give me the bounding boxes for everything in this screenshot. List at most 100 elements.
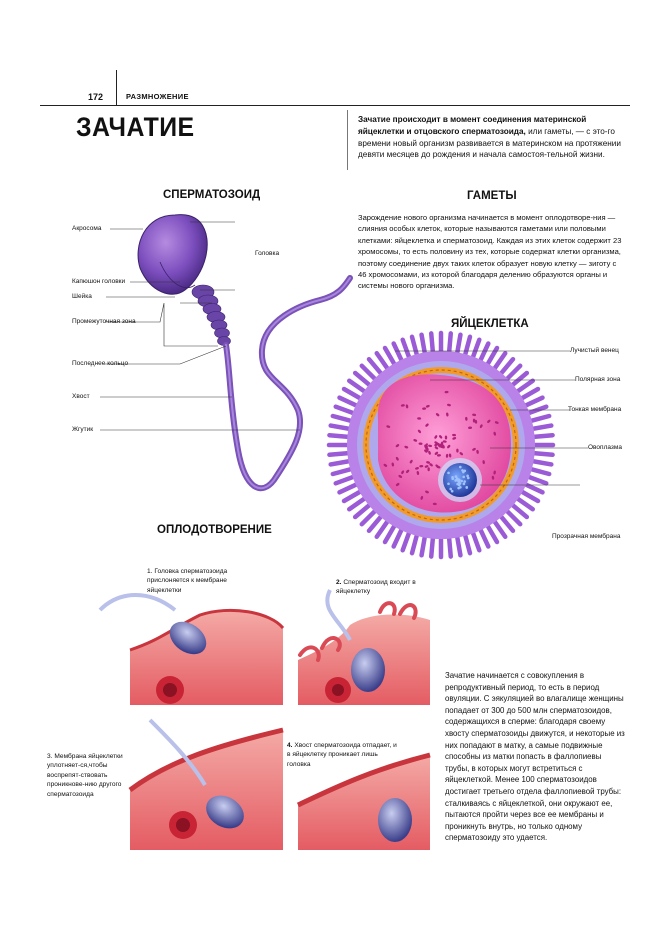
- ooplasm-granule: [404, 445, 409, 449]
- ooplasm-granule: [383, 463, 388, 467]
- header-rule: [40, 105, 630, 106]
- ooplasm-granule: [482, 460, 485, 465]
- label-neck: Шейка: [72, 293, 92, 300]
- fert-panel-4: [296, 752, 431, 850]
- label-hood: Капюшон головки: [72, 278, 126, 285]
- ooplasm-granule: [417, 417, 422, 420]
- label-thin: Тонкая мембрана: [568, 406, 622, 413]
- ooplasm-granule: [472, 418, 476, 423]
- nucleus-granule: [447, 482, 450, 486]
- ooplasm-granule: [436, 454, 441, 457]
- ooplasm-granule: [395, 456, 399, 461]
- label-flagellum: Жгутик: [72, 426, 94, 433]
- label-ring: Последнее кольцо: [72, 360, 129, 367]
- ooplasm-granule: [424, 465, 429, 468]
- nucleus-granule: [447, 471, 450, 475]
- ooplasm-granule: [491, 475, 495, 480]
- ooplasm-granule: [444, 435, 448, 440]
- nucleus-granule: [459, 465, 462, 469]
- fert-step-4-num: 4.: [287, 742, 293, 749]
- ooplasm-granule: [487, 419, 491, 423]
- ooplasm-granule: [426, 461, 431, 464]
- ooplasm-granule: [428, 444, 433, 448]
- fert-step-4: 4. Хвост сперматозоида отпадает, и в яйц…: [287, 741, 402, 769]
- nucleus-granule: [456, 482, 459, 486]
- label-head: Головка: [255, 250, 280, 257]
- ooplasm-granule: [468, 426, 473, 429]
- ooplasm-granule: [401, 470, 405, 475]
- nucleus-granule: [462, 470, 465, 474]
- nucleus-granule: [465, 486, 469, 489]
- ooplasm-granule: [445, 453, 449, 458]
- label-acrosome: Акросома: [72, 225, 102, 232]
- ooplasm-granule: [400, 404, 405, 407]
- ooplasm-granule: [435, 464, 439, 468]
- ooplasm-granule: [444, 390, 449, 394]
- nucleus-granule: [463, 480, 466, 483]
- ooplasm-granule: [442, 440, 447, 443]
- ooplasm-granule: [422, 407, 427, 410]
- intro-paragraph: Зачатие происходит в момент соединения м…: [358, 114, 630, 161]
- label-transparent: Прозрачная мембрана: [552, 533, 621, 540]
- ooplasm-granule: [434, 451, 439, 455]
- ooplasm-granule: [434, 441, 439, 445]
- ooplasm-granule: [424, 444, 427, 449]
- egg-illustration: [326, 330, 556, 560]
- fert-heading: ОПЛОДОТВОРЕНИЕ: [157, 524, 272, 536]
- ooplasm-granule: [452, 433, 457, 437]
- label-middle: Промежуточная зона: [72, 318, 136, 325]
- ooplasm-granule: [435, 413, 440, 417]
- ooplasm-granule: [391, 462, 395, 467]
- ooplasm-granule: [472, 447, 476, 451]
- ooplasm-granule: [405, 404, 409, 409]
- ooplasm-granule: [479, 424, 483, 429]
- label-polar: Полярная зона: [575, 376, 621, 383]
- ooplasm-granule: [413, 439, 418, 442]
- nucleus-granule: [462, 475, 465, 479]
- fert-step-2-text: Сперматозоид входит в яйцеклетку: [336, 579, 416, 596]
- nucleus-granule: [466, 474, 469, 478]
- ooplasm-granule: [439, 435, 443, 439]
- intro-divider: [347, 110, 348, 170]
- conception-text: Зачатие начинается с совокупления в репр…: [445, 671, 625, 843]
- ooplasm-granule: [416, 471, 420, 475]
- sperm-heading: СПЕРМАТОЗОИД: [163, 189, 261, 201]
- fert-step-3: 3. Мембрана яйцеклетки уплотняет-ся,чтоб…: [47, 753, 123, 798]
- ooplasm-granule: [432, 502, 437, 506]
- sperm-leader-lines: [100, 221, 300, 431]
- fert-panel-1: [98, 593, 285, 705]
- ooplasm-granule: [424, 449, 428, 453]
- ooplasm-granule: [437, 442, 441, 447]
- nucleus-granule: [460, 479, 463, 483]
- ooplasm-granule: [428, 450, 431, 455]
- ooplasm-granule: [447, 444, 451, 449]
- nucleus-granule: [458, 482, 462, 485]
- ooplasm-granule: [472, 413, 477, 417]
- fert-panel-3: [128, 718, 284, 850]
- nucleus-granule: [454, 475, 458, 478]
- ooplasm-granule: [415, 467, 419, 470]
- fert-step-1: 1. Головка сперматозоида прислоняется к …: [147, 568, 228, 594]
- ooplasm-granule: [456, 448, 459, 453]
- ooplasm-granule: [476, 449, 479, 454]
- ooplasm-granule: [395, 483, 400, 487]
- intro-bold: Зачатие происходит в момент соединения м…: [358, 115, 587, 136]
- fert-step-2: 2. Сперматозоид входит в яйцеклетку: [336, 578, 426, 597]
- ooplasm-granule: [425, 423, 429, 427]
- nucleus-granule: [455, 477, 459, 481]
- ooplasm-granule: [494, 421, 499, 424]
- ooplasm-granule: [395, 444, 400, 448]
- ooplasm-granule: [398, 474, 403, 478]
- page-title: ЗАЧАТИЕ: [76, 112, 195, 142]
- nucleus-granule: [466, 476, 470, 480]
- header-divider: [116, 70, 117, 106]
- gametes-text: Зарождение нового организма начинается в…: [358, 213, 622, 291]
- gametes-heading: ГАМЕТЫ: [467, 190, 517, 202]
- ooplasm-granule: [425, 490, 429, 494]
- ooplasm-granule: [386, 425, 391, 428]
- egg-heading: ЯЙЦЕКЛЕТКА: [451, 318, 529, 330]
- ooplasm-granule: [406, 469, 410, 474]
- ooplasm-granule: [493, 470, 496, 475]
- label-tail: Хвост: [72, 393, 90, 400]
